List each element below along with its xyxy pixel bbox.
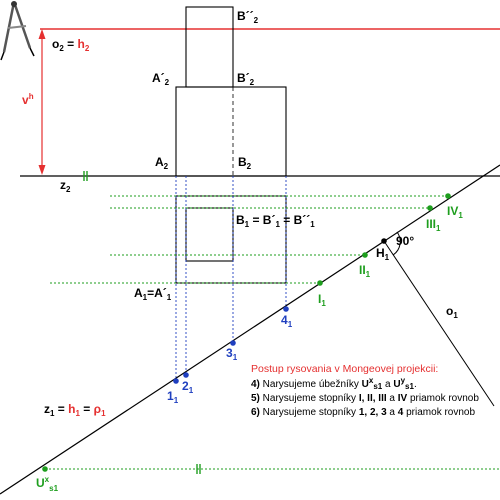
notes-step-4: 4) Narysujeme úbežníky Uxs1 a Uys1.: [251, 376, 417, 391]
label-trace-II: II1: [359, 263, 371, 279]
label-z2: z2: [60, 178, 71, 194]
right-angle-arc: [392, 231, 401, 256]
label-z1-h1-rho1: z1 = h1 = ρ1: [44, 402, 106, 418]
label-trace-1: 11: [167, 389, 179, 405]
notes-step-5: 5) Narysujeme stopníky I, II, III a IV p…: [251, 393, 479, 404]
plan-view-inner-square: [185, 207, 234, 262]
ground-line-z1: [0, 164, 500, 495]
label-trace-4: 41: [281, 313, 293, 329]
label-trace-III: III1: [426, 217, 441, 233]
plan-view-outer-square: [175, 195, 287, 284]
trace-points: [42, 193, 451, 472]
label-o2-h2: o2 = h2: [52, 37, 90, 53]
label-trace-3: 31: [226, 346, 238, 362]
projection-lines: [175, 176, 287, 381]
label-trace-I: I1: [318, 292, 326, 308]
construction-lines: [45, 195, 500, 470]
label-o1: o1: [446, 304, 458, 320]
label-A1: A1=A´1: [134, 286, 172, 302]
label-A2-prime: A´2: [152, 71, 170, 87]
notes-step-6: 6) Narysujeme stopníky 1, 2, 3 a 4 priam…: [251, 407, 475, 418]
line-o1: [383, 240, 495, 407]
label-B2: B2: [238, 155, 252, 171]
label-vanishing-point-ux: Uxs1: [36, 475, 59, 493]
drafting-compass-icon: [0, 1, 35, 61]
label-H1: H1: [376, 246, 390, 262]
parallel-mark-bottom: [196, 464, 201, 474]
notes-title: Postup rysovania v Mongeovej projekcii:: [251, 363, 438, 375]
height-arrow: [38, 29, 46, 175]
label-B1-equalities: B1 = B´1 = B´´1: [236, 213, 315, 229]
label-right-angle: 90°: [396, 234, 414, 248]
front-view-lower-box: [175, 86, 287, 177]
label-vh: vh: [22, 92, 34, 107]
label-B2-prime: B´2: [237, 71, 255, 87]
label-trace-IV: IV1: [447, 204, 463, 220]
label-B2-double-prime: B´´2: [237, 9, 259, 25]
label-trace-2: 21: [182, 379, 194, 395]
front-view-upper-box: [185, 6, 234, 88]
label-A2: A2: [155, 155, 169, 171]
parallel-mark-z2: [83, 171, 88, 181]
